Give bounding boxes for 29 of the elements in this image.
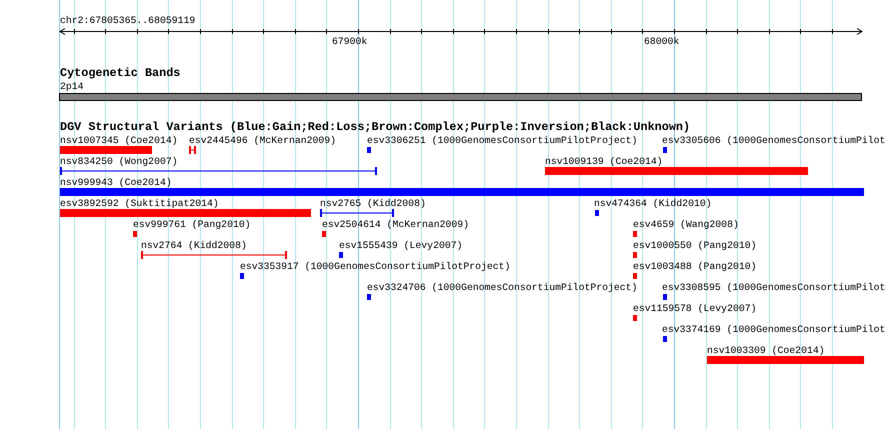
tick-label: 68000k xyxy=(644,36,680,47)
variant-label: esv3305606 (1000GenomesConsortiumPilot xyxy=(662,135,886,146)
track-heading: DGV Structural Variants (Blue:Gain;Red:Loss;Brown:Complex;Purple:Inversion;Black:Unknown) xyxy=(60,121,690,134)
variant-label: esv3308595 (1000GenomesConsortiumPilot xyxy=(662,282,886,293)
tick-label: 67900k xyxy=(332,36,368,47)
variant-label: esv3324706 (1000GenomesConsortiumPilotProject) xyxy=(367,282,638,293)
variant-label: nsv1009139 (Coe2014) xyxy=(545,156,663,167)
variant-label: esv1159578 (Levy2007) xyxy=(633,303,756,314)
variant-label: esv3353917 (1000GenomesConsortiumPilotProject) xyxy=(240,261,510,272)
variant-label: esv3892592 (Suktitipat2014) xyxy=(60,198,219,209)
variant-label: esv1000550 (Pang2010) xyxy=(633,240,756,251)
variant-label: esv3306251 (1000GenomesConsortiumPilotProject) xyxy=(367,135,638,146)
variant-label: nsv834250 (Wong2007) xyxy=(60,156,178,167)
variant-label: esv999761 (Pang2010) xyxy=(133,219,251,230)
region-coordinates: chr2:67805365..68059119 xyxy=(60,15,196,26)
variant-label: esv1555439 (Levy2007) xyxy=(339,240,462,251)
variant-label: nsv474364 (Kidd2010) xyxy=(594,198,712,209)
variant-label: nsv1003309 (Coe2014) xyxy=(707,345,825,356)
variant-label: esv4659 (Wang2008) xyxy=(633,219,739,230)
track-heading: Cytogenetic Bands xyxy=(60,67,180,80)
variant-label: nsv2764 (Kidd2008) xyxy=(141,240,247,251)
variant-label: nsv1007345 (Coe2014) xyxy=(60,135,178,146)
variant-label: nsv999943 (Coe2014) xyxy=(60,177,172,188)
variant-label: nsv2765 (Kidd2008) xyxy=(320,198,426,209)
cytoband-label: 2p14 xyxy=(60,81,84,92)
variant-label: esv3374169 (1000GenomesConsortiumPilot xyxy=(662,324,886,335)
variant-label: esv1003488 (Pang2010) xyxy=(633,261,756,272)
variant-label: esv2504614 (McKernan2009) xyxy=(322,219,469,230)
variant-label: esv2445496 (McKernan2009) xyxy=(189,135,336,146)
